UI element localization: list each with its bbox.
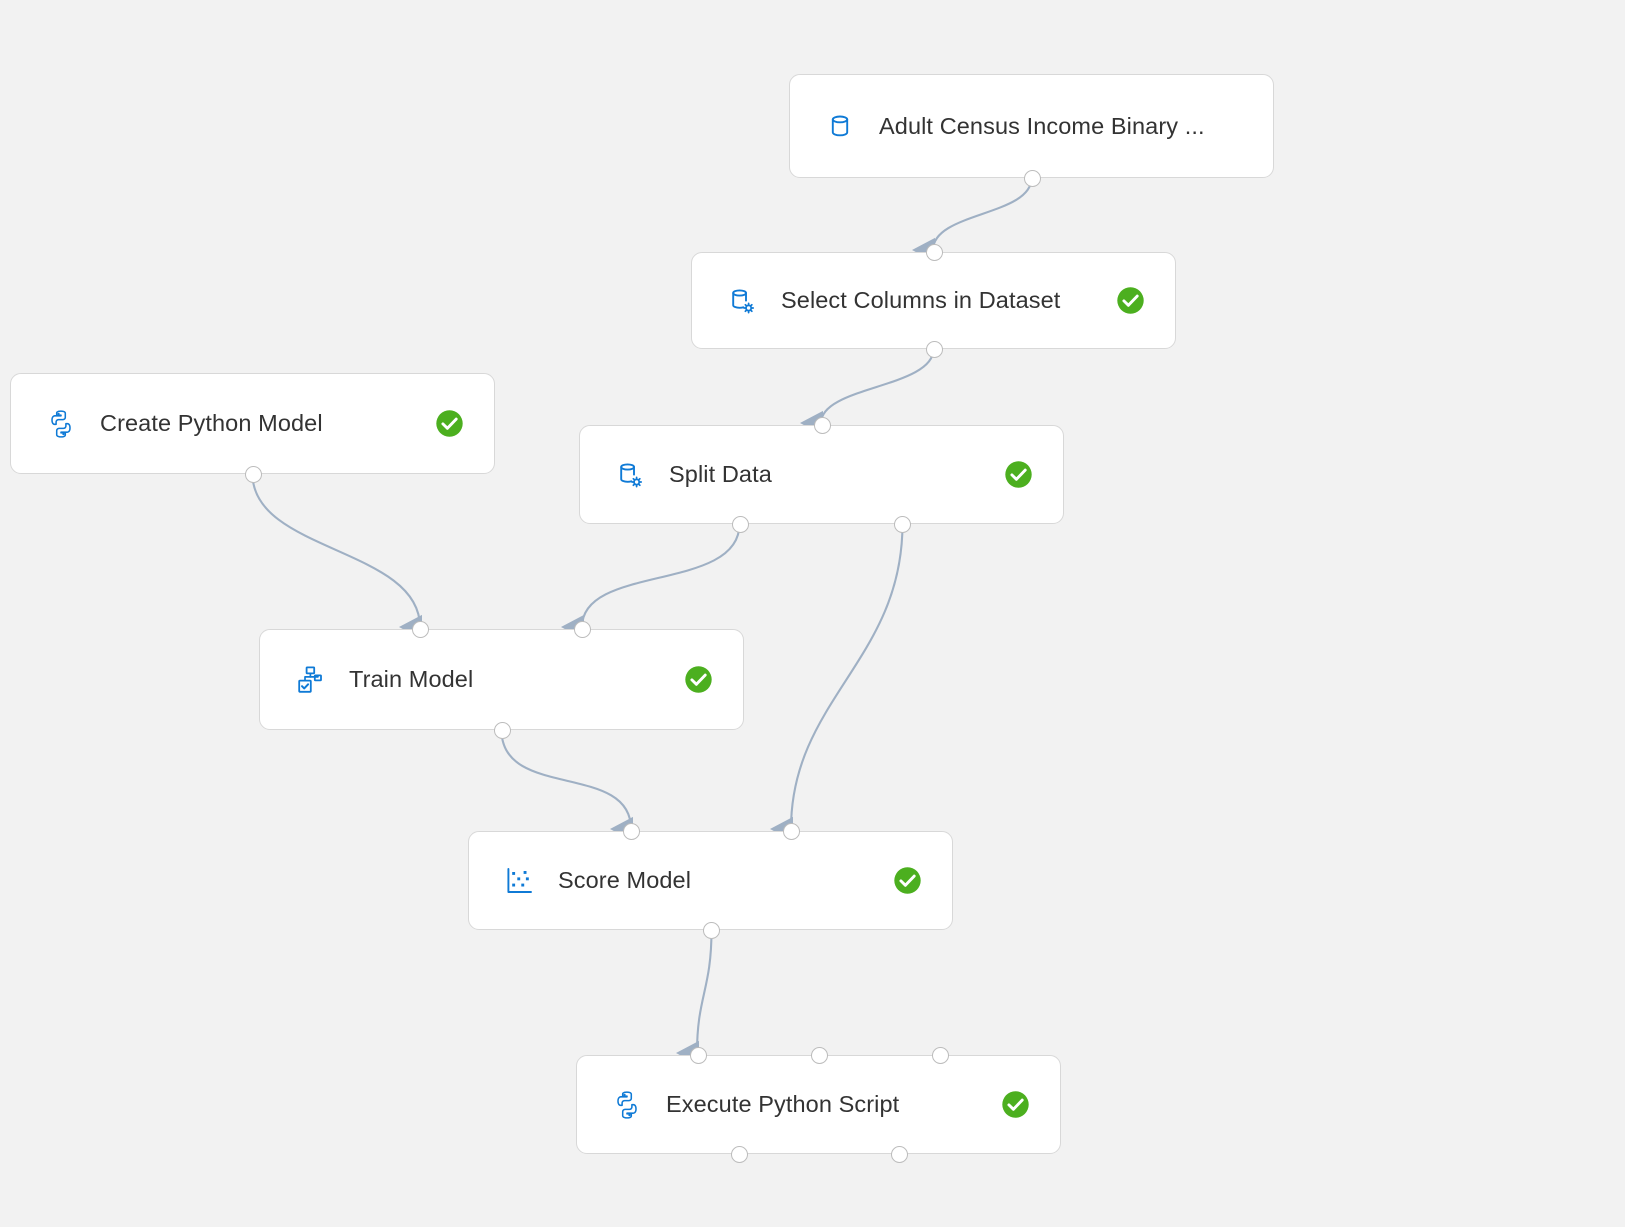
input-port[interactable] xyxy=(689,1046,707,1064)
input-port[interactable] xyxy=(932,1046,950,1064)
node-label: Adult Census Income Binary ... xyxy=(879,112,1205,139)
pipeline-node-execute-python-script[interactable]: Execute Python Script xyxy=(576,1046,1061,1163)
node-label: Score Model xyxy=(558,867,692,893)
database-gear-icon xyxy=(725,284,759,318)
pipeline-edge xyxy=(912,177,1033,263)
node-content: Train Model xyxy=(260,630,743,729)
output-port[interactable] xyxy=(731,515,749,533)
database-icon xyxy=(823,109,857,143)
node-content: Create Python Model xyxy=(11,374,494,473)
node-content: Split Data xyxy=(580,426,1063,523)
node-label: Train Model xyxy=(349,666,474,692)
input-port[interactable] xyxy=(811,1046,828,1064)
pipeline-node-create-python-model[interactable]: Create Python Model xyxy=(10,373,495,483)
input-port[interactable] xyxy=(926,243,943,261)
pipeline-edge xyxy=(676,929,713,1066)
python-icon xyxy=(610,1088,644,1122)
status-check-circle-icon xyxy=(435,409,464,438)
input-port[interactable] xyxy=(411,620,429,638)
output-port[interactable] xyxy=(894,515,912,533)
python-icon xyxy=(44,407,78,441)
node-content: Select Columns in Dataset xyxy=(692,253,1175,348)
pipeline-edge xyxy=(500,729,634,842)
pipeline-edge xyxy=(800,348,935,436)
input-port[interactable] xyxy=(622,822,640,840)
pipeline-node-train-model[interactable]: Train Model xyxy=(259,620,744,739)
output-port[interactable] xyxy=(1024,169,1041,187)
output-port[interactable] xyxy=(245,465,262,483)
status-check-circle-icon xyxy=(1004,460,1033,489)
database-gear-icon xyxy=(613,458,647,492)
pipeline-node-adult-census-income-binary[interactable]: Adult Census Income Binary ... xyxy=(789,74,1274,187)
status-check-circle-icon xyxy=(1001,1090,1030,1119)
output-port[interactable] xyxy=(703,921,720,939)
input-port[interactable] xyxy=(574,620,592,638)
node-content: Score Model xyxy=(469,832,952,929)
pipeline-node-split-data[interactable]: Split Data xyxy=(579,416,1064,533)
output-port[interactable] xyxy=(926,340,943,358)
pipeline-node-score-model[interactable]: Score Model xyxy=(468,822,953,939)
output-port[interactable] xyxy=(730,1145,748,1163)
sitemap-check-icon xyxy=(293,663,327,697)
node-label: Create Python Model xyxy=(100,410,323,436)
status-check-circle-icon xyxy=(684,665,713,694)
output-port[interactable] xyxy=(494,721,511,739)
node-label: Execute Python Script xyxy=(666,1091,900,1117)
node-label: Select Columns in Dataset xyxy=(781,287,1061,313)
node-content: Execute Python Script xyxy=(577,1056,1060,1153)
status-check-circle-icon xyxy=(1116,286,1145,315)
input-port[interactable] xyxy=(783,822,801,840)
pipeline-edge xyxy=(770,523,904,842)
scatter-plot-icon xyxy=(502,864,536,898)
node-label: Split Data xyxy=(669,461,772,487)
status-check-circle-icon xyxy=(893,866,922,895)
input-port[interactable] xyxy=(814,416,831,434)
pipeline-edge xyxy=(251,473,423,640)
output-port[interactable] xyxy=(891,1145,909,1163)
node-content: Adult Census Income Binary ... xyxy=(790,75,1273,177)
pipeline-edge xyxy=(561,523,741,640)
pipeline-node-select-columns-in-dataset[interactable]: Select Columns in Dataset xyxy=(691,243,1176,358)
